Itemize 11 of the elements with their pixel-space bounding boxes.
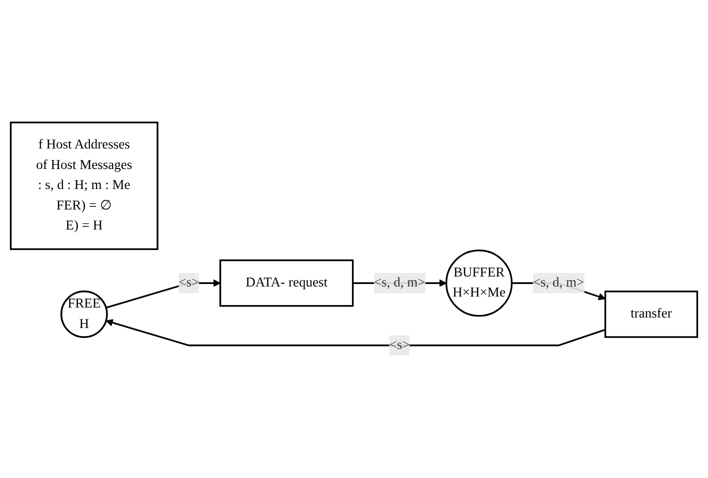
node-box: DATA- request bbox=[219, 259, 354, 307]
edge-label: <s, d, m> bbox=[532, 276, 584, 290]
arrow bbox=[106, 319, 606, 346]
node-circle: BUFFER H×H×Me bbox=[445, 250, 513, 317]
arrow bbox=[106, 279, 221, 309]
edge-label: <s> bbox=[389, 338, 410, 352]
edge-label: <s> bbox=[178, 276, 200, 290]
edge-label: <s, d, m> bbox=[374, 276, 426, 290]
node-box: f Host Addresses of Host Messages : s, d : H; m : Me FER) = ∅ E) = H bbox=[10, 122, 158, 250]
node-box: transfer bbox=[604, 290, 698, 338]
node-circle: FREE H bbox=[60, 290, 108, 338]
